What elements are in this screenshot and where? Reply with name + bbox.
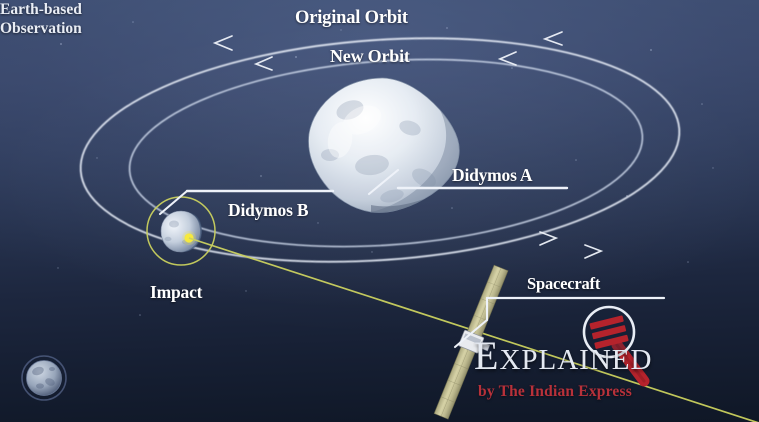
didymos-b-group [146, 196, 216, 266]
leader-didymos-a [367, 168, 400, 196]
earth-observation-line-2: Observation [0, 20, 82, 38]
label-original-orbit: Original Orbit [295, 8, 408, 28]
magnifier-bars [589, 315, 629, 349]
label-didymos-a: Didymos A [452, 165, 533, 185]
didymos-a-asteroid [308, 77, 460, 213]
arrow-new-bottom-right [539, 231, 559, 246]
earth-observation-line-1: Earth-based [0, 1, 82, 18]
label-impact: Impact [150, 282, 203, 302]
orbit-original [79, 37, 681, 263]
leader-spacecraft [453, 318, 489, 349]
explained-logo: EXPLAINED [474, 336, 652, 376]
leader-didymos-b [158, 189, 189, 216]
orbit-new [128, 58, 644, 248]
label-leader-lines [158, 168, 666, 349]
arrow-new-top-left [253, 56, 273, 71]
explained-byline: by The Indian Express [478, 383, 632, 400]
magnifier-icon [582, 305, 650, 387]
spacecraft-antenna [478, 341, 491, 352]
label-new-orbit: New Orbit [330, 46, 410, 66]
arrow-original-top-left [212, 35, 233, 51]
arrow-new-top-right [497, 51, 517, 66]
orbit-direction-arrows [212, 31, 604, 259]
label-spacecraft: Spacecraft [527, 274, 601, 293]
label-earth-based-observation: Earth-based Observation [0, 0, 759, 39]
explained-initial: E [474, 333, 500, 378]
earth-globe-icon [21, 355, 67, 401]
explained-rest: XPLAINED [499, 344, 653, 376]
arrow-original-top-right [542, 31, 563, 46]
label-didymos-b: Didymos B [228, 200, 309, 220]
star-field [57, 21, 714, 316]
arrow-original-bottom-right [584, 244, 604, 259]
explained-wordmark: EXPLAINED [474, 336, 652, 376]
